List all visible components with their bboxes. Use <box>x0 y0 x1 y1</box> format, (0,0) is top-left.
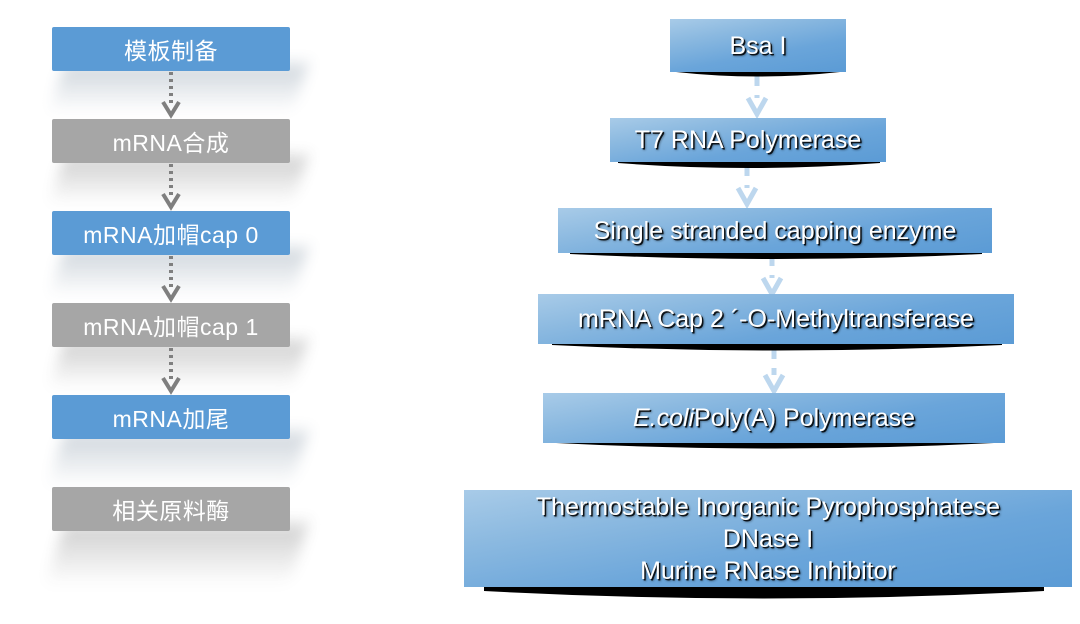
enzyme-arrow-1-icon <box>745 74 769 120</box>
step-arrow-3-icon <box>161 256 181 303</box>
step-label: mRNA加帽cap 0 <box>83 222 259 248</box>
step-box-related-enzymes[interactable]: 相关原料酶 <box>52 487 290 531</box>
enzyme-box-misc-reagents[interactable]: Thermostable Inorganic Pyrophosphatese D… <box>464 490 1072 587</box>
step-box-capping-cap0[interactable]: mRNA加帽cap 0 <box>52 211 290 255</box>
enzyme-label: mRNA Cap 2 ´-O-Methyltransferase <box>578 305 974 333</box>
step-label: 模板制备 <box>124 38 218 64</box>
enzyme-label: Single stranded capping enzyme <box>593 216 957 245</box>
enzyme-arrow-2-icon <box>735 164 759 210</box>
step-box-capping-cap1[interactable]: mRNA加帽cap 1 <box>52 303 290 347</box>
enzyme-arrow-4-icon <box>762 347 786 397</box>
enzyme-label: Bsa I <box>729 31 787 60</box>
step-box-mrna-synthesis[interactable]: mRNA合成 <box>52 119 290 163</box>
enzyme-box-t7-rna-polymerase[interactable]: T7 RNA Polymerase <box>610 118 886 162</box>
step-arrow-1-icon <box>161 72 181 119</box>
enzyme-box-mrna-cap-2-o-methyltransferase[interactable]: mRNA Cap 2 ´-O-Methyltransferase <box>538 294 1014 344</box>
enzyme-label-rest: Poly(A) Polymerase <box>694 404 916 432</box>
step-shadow-6 <box>47 524 308 583</box>
step-arrow-4-icon <box>161 348 181 395</box>
step-label: 相关原料酶 <box>112 498 230 524</box>
step-label: mRNA加尾 <box>112 406 230 432</box>
enzyme-box-single-stranded-capping-enzyme[interactable]: Single stranded capping enzyme <box>558 208 992 253</box>
step-shadow-5 <box>49 432 308 484</box>
step-box-template-prep[interactable]: 模板制备 <box>52 27 290 71</box>
enzyme-label: T7 RNA Polymerase <box>634 126 862 154</box>
enzyme-label-line-1: Thermostable Inorganic Pyrophosphatese <box>535 492 1001 521</box>
enzyme-box-ecoli-poly-a-polymerase[interactable]: E.coli Poly(A) Polymerase <box>543 393 1005 443</box>
enzyme-box-bsa-i[interactable]: Bsa I <box>670 19 846 72</box>
step-label: mRNA合成 <box>112 130 230 156</box>
enzyme-label-line-3: Murine RNase Inhibitor <box>640 556 896 585</box>
step-label: mRNA加帽cap 1 <box>83 314 259 340</box>
step-box-tailing[interactable]: mRNA加尾 <box>52 395 290 439</box>
enzyme-label-italic: E.coli <box>632 404 695 432</box>
enzyme-label-line-2: DNase I <box>722 524 814 553</box>
step-arrow-2-icon <box>161 164 181 211</box>
